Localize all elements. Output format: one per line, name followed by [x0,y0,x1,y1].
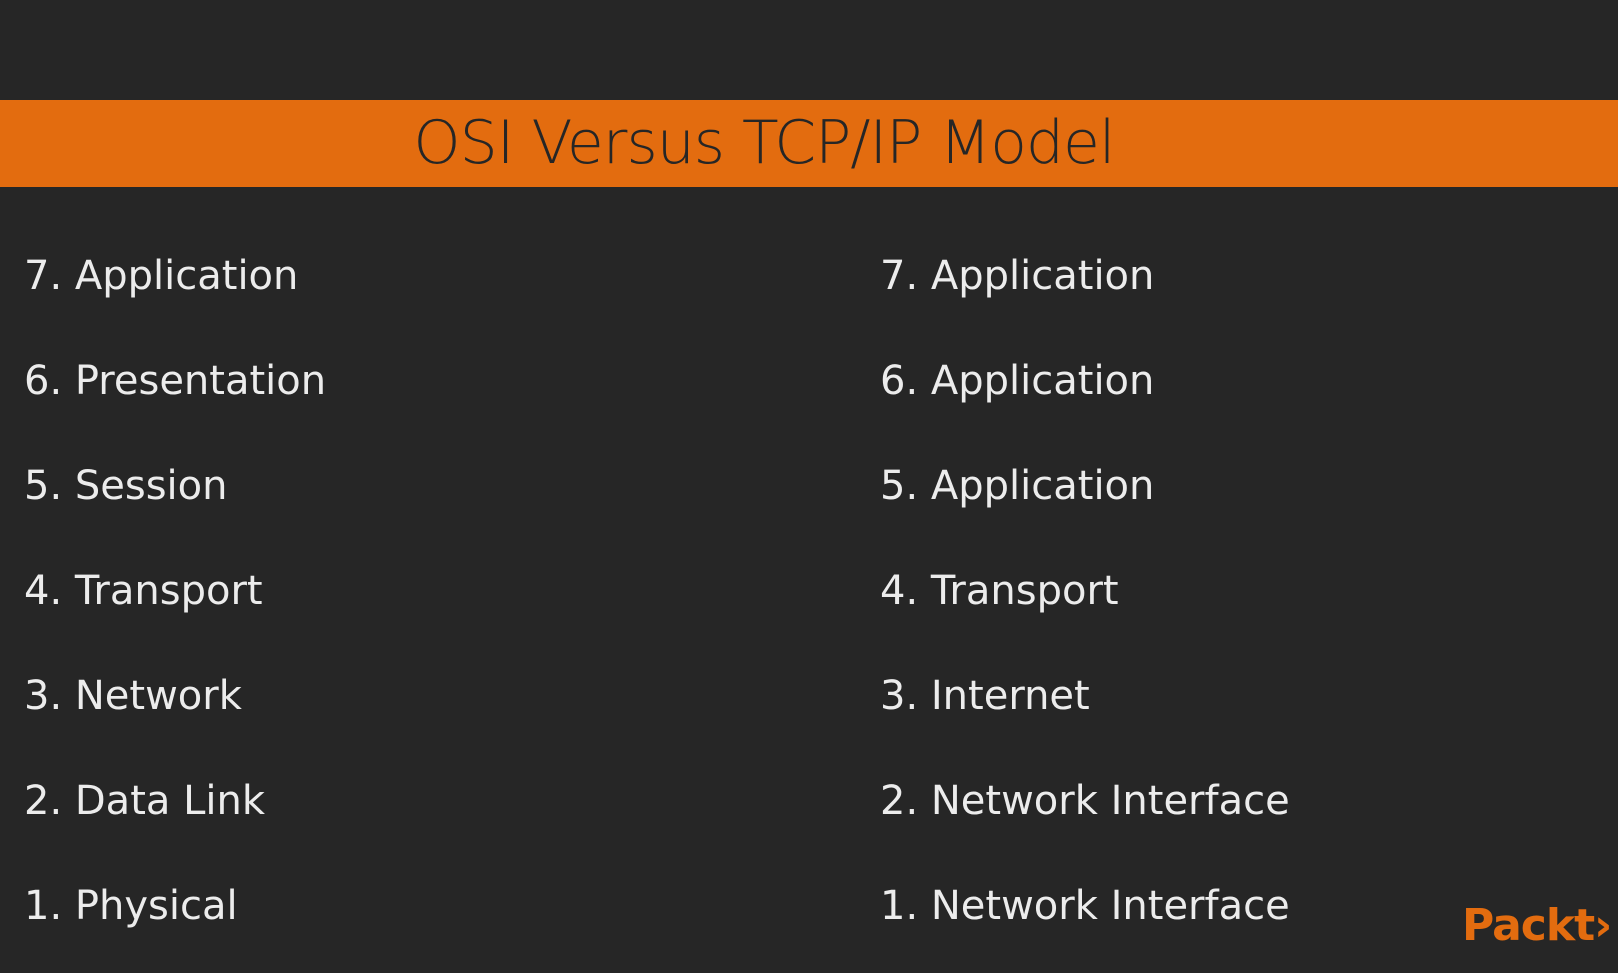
tcpip-layer-3: 3. Internet [880,673,1090,719]
osi-layer-5: 5. Session [24,463,228,509]
osi-layer-1: 1. Physical [24,883,238,929]
title-bar: OSI Versus TCP/IP Model [0,100,1618,187]
osi-layer-3: 3. Network [24,673,242,719]
tcpip-layer-list: 7. Application 6. Application 5. Applica… [880,235,1290,970]
slide-title: OSI Versus TCP/IP Model [413,108,1115,178]
osi-layer-7: 7. Application [24,253,299,299]
tcpip-layer-7: 7. Application [880,253,1155,299]
tcpip-layer-6: 6. Application [880,358,1155,404]
osi-layer-list: 7. Application 6. Presentation 5. Sessio… [24,235,326,970]
tcpip-layer-2: 2. Network Interface [880,778,1290,824]
osi-layer-4: 4. Transport [24,568,263,614]
tcpip-layer-1: 1. Network Interface [880,883,1290,929]
osi-layer-2: 2. Data Link [24,778,266,824]
osi-layer-6: 6. Presentation [24,358,327,404]
tcpip-layer-5: 5. Application [880,463,1155,509]
tcpip-layer-4: 4. Transport [880,568,1119,614]
packt-logo: Packt› [1462,900,1612,951]
